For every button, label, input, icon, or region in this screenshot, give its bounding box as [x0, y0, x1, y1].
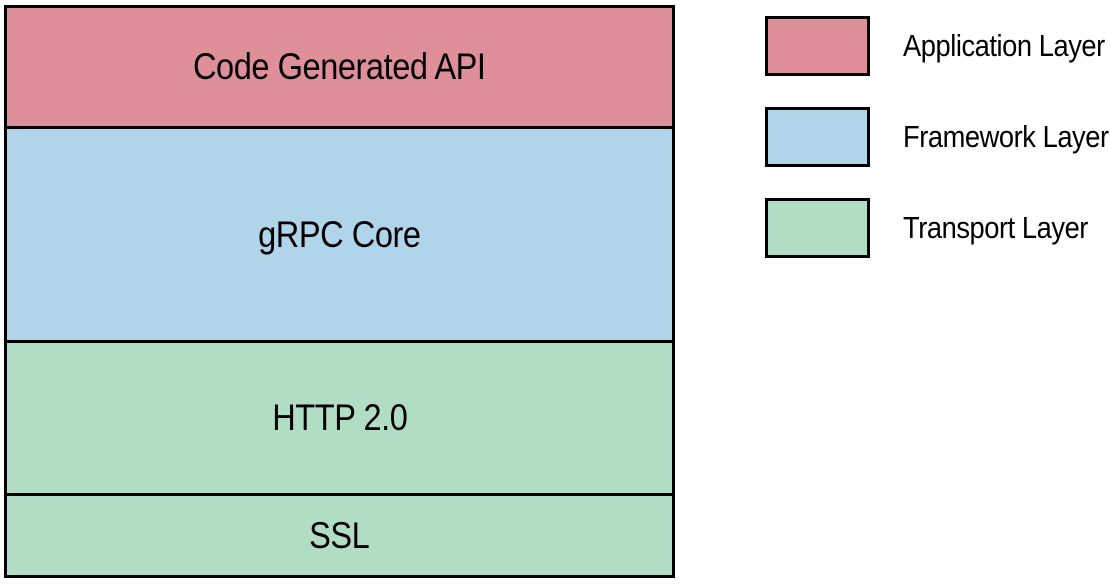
legend-label: Application Layer	[903, 28, 1105, 63]
protocol-stack: Code Generated API gRPC Core HTTP 2.0 SS…	[4, 5, 675, 578]
stack-layer-http2: HTTP 2.0	[7, 340, 672, 493]
stack-layer-ssl: SSL	[7, 493, 672, 575]
legend-row-transport: Transport Layer	[765, 198, 1110, 258]
stack-layer-label: Code Generated API	[193, 46, 486, 87]
legend-swatch-application	[765, 16, 870, 76]
legend-swatch-transport	[765, 198, 870, 258]
legend-row-framework: Framework Layer	[765, 107, 1110, 167]
stack-layer-code-generated-api: Code Generated API	[7, 8, 672, 126]
stack-layer-label: gRPC Core	[258, 213, 421, 255]
legend-swatch-framework	[765, 107, 870, 167]
legend: Application Layer Framework Layer Transp…	[765, 16, 1110, 289]
stack-layer-label: HTTP 2.0	[271, 397, 408, 438]
stack-layer-label: SSL	[309, 514, 370, 556]
legend-row-application: Application Layer	[765, 16, 1110, 76]
stack-layer-grpc-core: gRPC Core	[7, 126, 672, 340]
legend-label: Framework Layer	[903, 119, 1109, 154]
legend-label: Transport Layer	[903, 210, 1088, 245]
